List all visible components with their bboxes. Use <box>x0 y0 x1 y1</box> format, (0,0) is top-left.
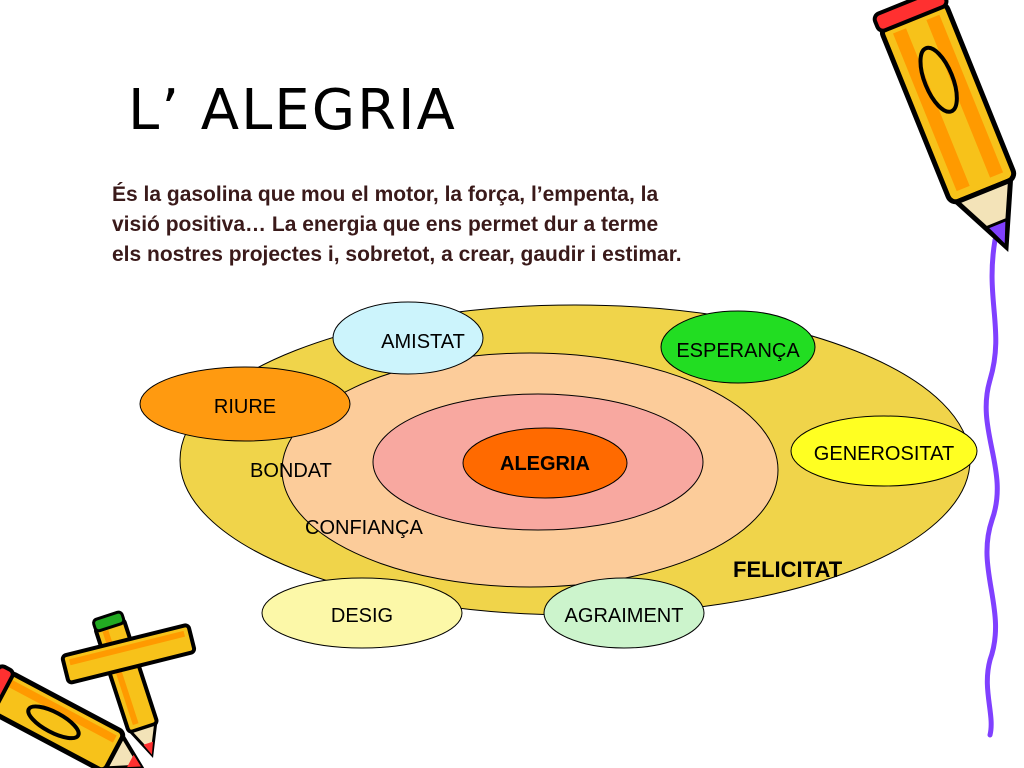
alegria-label: ALEGRIA <box>500 453 590 475</box>
bubble-riure: RIURE <box>139 366 351 442</box>
alegria-ellipse <box>462 427 628 499</box>
confianca-label: CONFIANÇA <box>305 517 423 539</box>
bondat-label: BONDAT <box>250 460 332 482</box>
crossed-pencils-icon <box>0 610 197 768</box>
description-line-3: els nostres projectes i, sobretot, a cre… <box>112 243 682 266</box>
riure-label: RIURE <box>214 396 276 418</box>
bubble-generositat: GENEROSITAT <box>790 415 978 487</box>
bubble-desig: DESIG <box>261 577 463 649</box>
scribble-line-icon <box>982 237 1000 738</box>
generositat-label: GENEROSITAT <box>814 443 954 465</box>
pencil-icon <box>872 0 1017 253</box>
felicitat-label: FELICITAT <box>733 557 843 582</box>
bubble-amistat: AMISTAT <box>332 301 484 375</box>
description-line-2: visió positiva… La energia que ens perme… <box>112 213 659 236</box>
esperanca-label: ESPERANÇA <box>676 340 800 362</box>
agraiment-label: AGRAIMENT <box>565 605 684 627</box>
bubble-esperanca: ESPERANÇA <box>660 310 816 384</box>
amistat-label: AMISTAT <box>381 331 465 353</box>
desig-label: DESIG <box>331 605 393 627</box>
description-line-1: És la gasolina que mou el motor, la forç… <box>112 183 659 206</box>
page-title: L’ ALEGRIA <box>128 78 457 143</box>
description: És la gasolina que mou el motor, la forç… <box>112 180 832 270</box>
bubble-agraiment: AGRAIMENT <box>543 577 705 649</box>
